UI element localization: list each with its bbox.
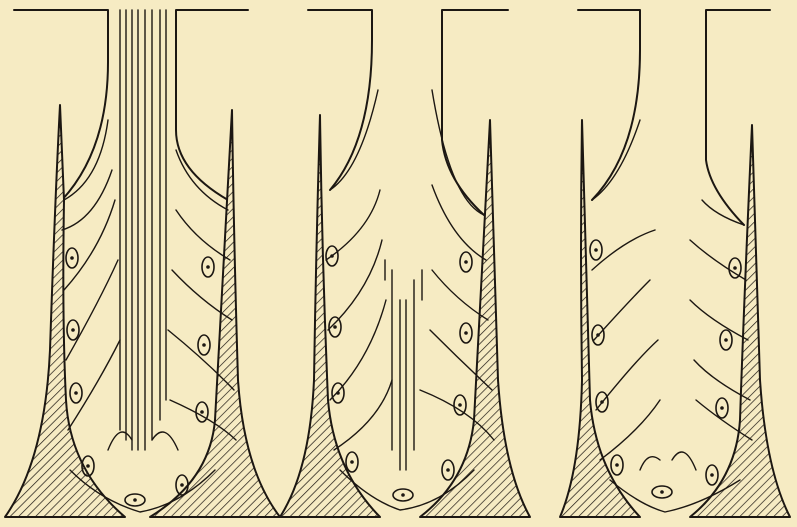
cell-nuclei: [590, 240, 741, 498]
wall-left: [5, 105, 125, 517]
cell-nuclei: [66, 248, 214, 506]
wall-left: [560, 120, 640, 517]
wall-right: [420, 120, 530, 517]
panel-right: [560, 10, 790, 517]
wall-left: [280, 115, 380, 517]
duct-outline: [578, 10, 640, 200]
panel-middle: [280, 10, 530, 517]
cell-nuclei: [326, 246, 472, 501]
duct-outline: [442, 10, 508, 215]
panel-left: [5, 10, 280, 517]
fiber-bundle: [120, 10, 166, 450]
fiber-bundle: [392, 270, 414, 470]
wall-right: [690, 125, 790, 517]
wall-right: [150, 110, 280, 517]
duct-outline: [706, 10, 770, 225]
duct-outline: [308, 10, 372, 190]
cell-walls: [592, 120, 752, 512]
